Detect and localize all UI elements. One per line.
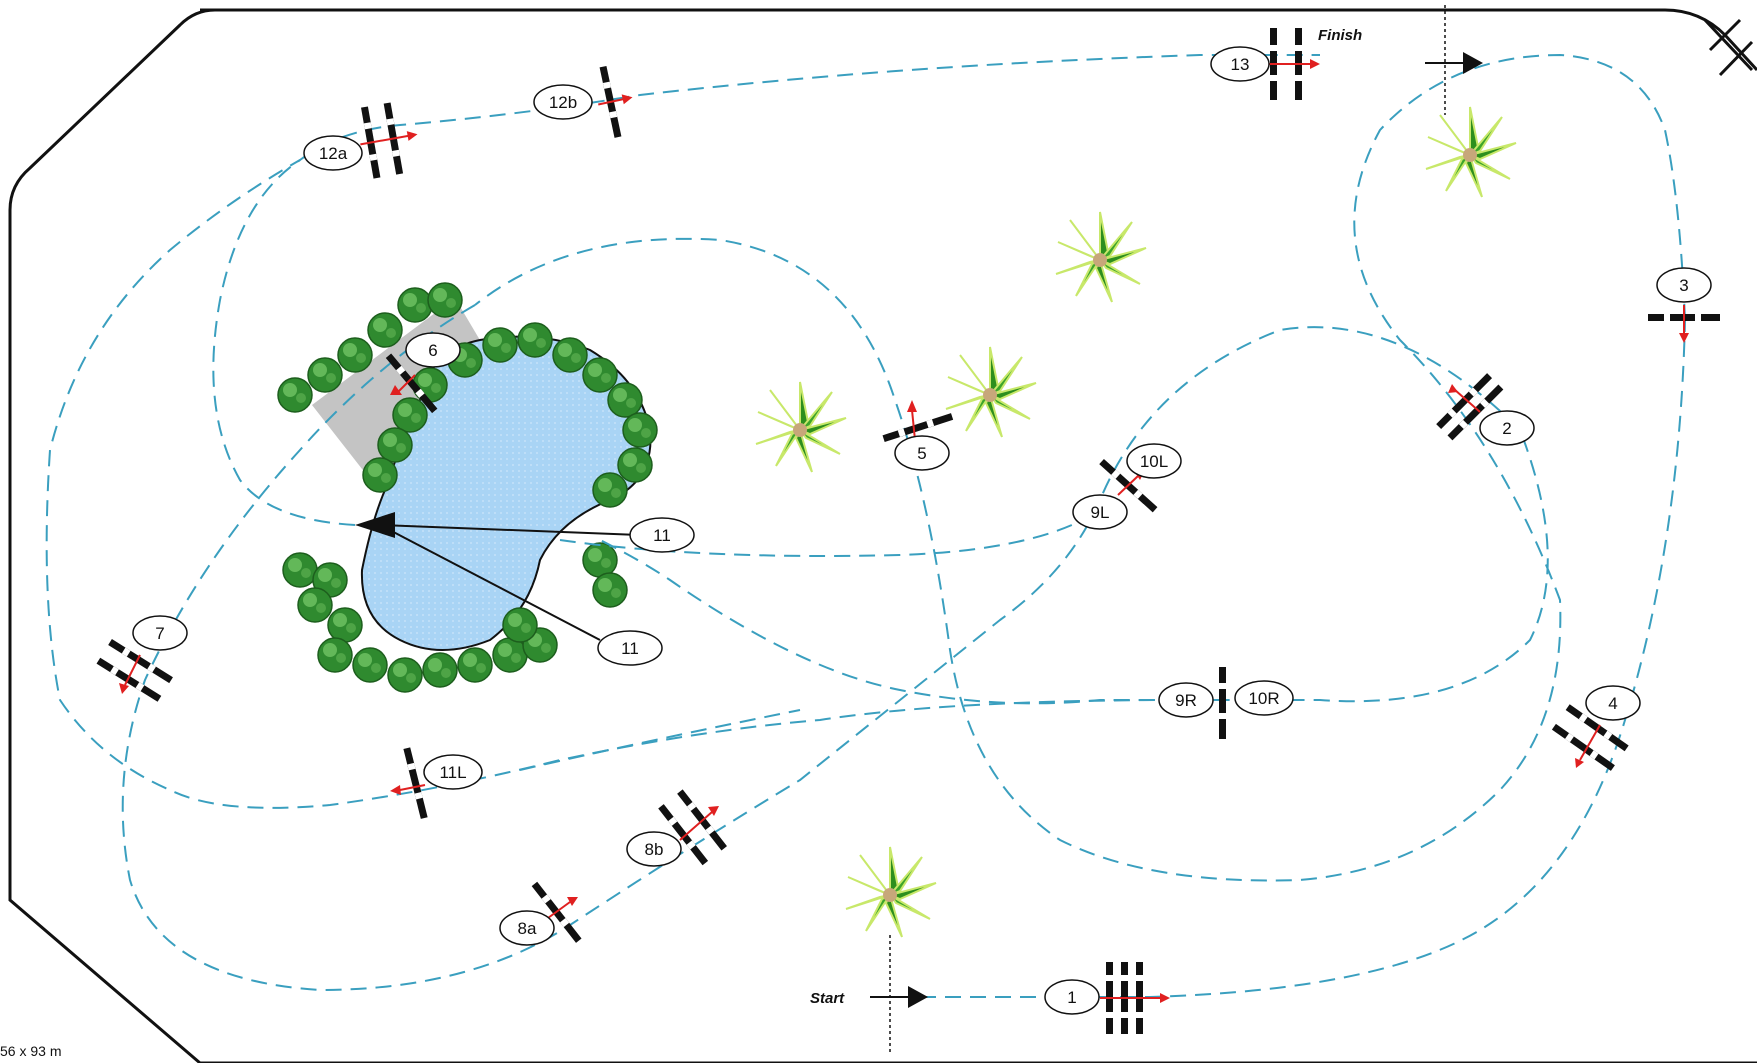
obstacle-8a-arrow [547,897,578,919]
obstacle-label-12b: 12b [549,93,577,112]
obstacle-6-arrow [390,374,416,395]
water-jump-11 [355,512,641,641]
obstacle-label-11-top: 11 [653,526,671,545]
obstacle-label-7: 7 [155,624,164,643]
obstacle-13-jump [1265,28,1320,100]
finish-marker: Finish [1318,5,1483,115]
obstacle-9R-10R-jump [1219,667,1226,739]
obstacle-label-3: 3 [1679,276,1688,295]
obstacle-label-texts: 1 2 3 4 5 6 7 8a 8b 9L 10L 9R 10R 11 11 … [155,55,1688,1007]
obstacle-7-jump [96,639,173,702]
obstacle-2-arrow [1448,384,1481,413]
obstacle-bars [96,28,1720,1034]
obstacle-label-5: 5 [917,444,926,463]
obstacle-label-6: 6 [428,341,437,360]
obstacle-5-jump [882,413,954,442]
obstacle-label-12a: 12a [319,144,348,163]
obstacle-label-2: 2 [1502,419,1511,438]
obstacle-7-arrow [119,654,141,694]
obstacle-label-4: 4 [1608,694,1617,713]
obstacle-label-8a: 8a [518,919,537,938]
obstacle-2-jump [1436,373,1504,441]
obstacle-5-arrow [907,400,917,441]
arena-dimensions: 56 x 93 m [0,1043,62,1059]
obstacle-label-8b: 8b [645,840,664,859]
obstacle-label-10R: 10R [1248,689,1279,708]
obstacle-label-1: 1 [1067,988,1076,1007]
obstacle-label-9L: 9L [1091,503,1110,522]
obstacle-11L-arrow [390,784,426,795]
obstacle-3-jump [1648,305,1720,343]
obstacle-8b-arrow [679,806,719,841]
obstacle-label-9R: 9R [1175,691,1197,710]
start-marker: Start [810,935,928,1055]
finish-label: Finish [1318,27,1362,44]
obstacle-12b-jump [598,65,633,138]
gate-icon [1703,18,1754,77]
obstacle-label-10L: 10L [1140,452,1168,471]
obstacle-labels [132,46,1712,1015]
obstacle-11L-jump [403,747,428,819]
start-label: Start [810,990,845,1007]
obstacle-label-11-bottom: 11 [621,639,639,658]
obstacle-4-jump [1551,704,1629,771]
obstacle-12a-jump [360,102,418,179]
pond [360,335,652,651]
course-path [45,53,1686,998]
obstacle-1-jump [1100,962,1170,1034]
obstacle-6-jump [385,353,438,414]
obstacle-4-arrow [1575,724,1601,768]
palm-trees [755,106,1517,938]
obstacle-label-13: 13 [1231,55,1250,74]
obstacle-label-11L: 11L [439,763,466,782]
